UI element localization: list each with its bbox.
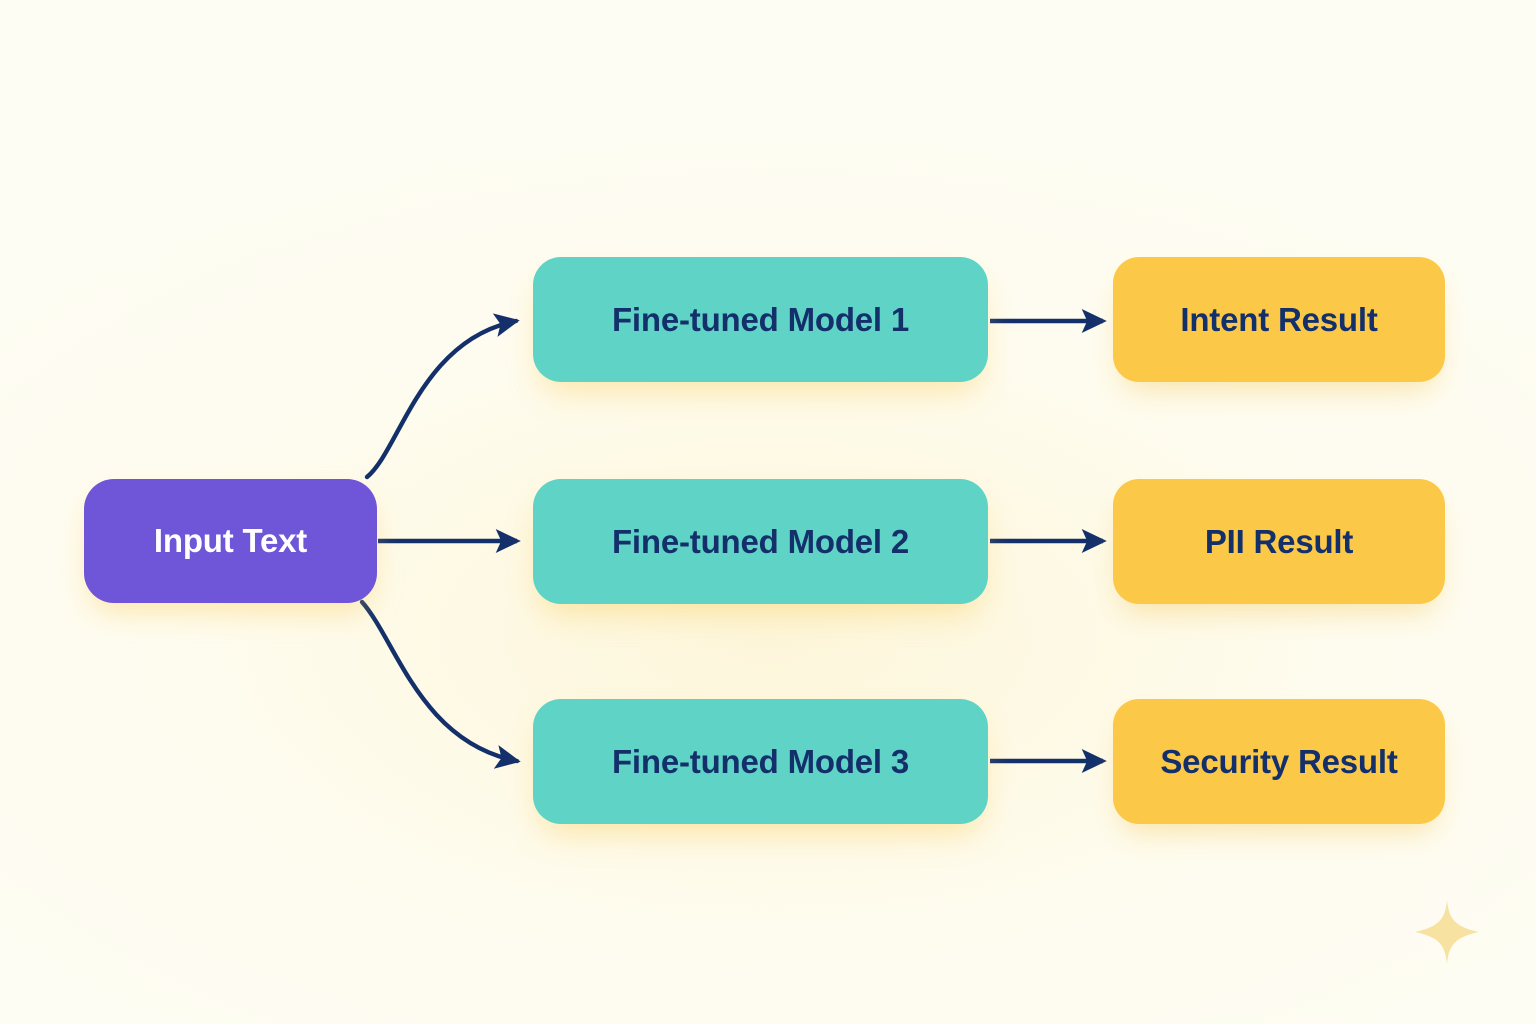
node-fine-tuned-model-3-label: Fine-tuned Model 3 bbox=[611, 742, 910, 780]
node-input-text[interactable]: Input Text bbox=[84, 479, 377, 603]
node-security-result-label: Security Result bbox=[1160, 742, 1398, 780]
edge-input-to-model-1 bbox=[364, 313, 520, 480]
node-pii-result[interactable]: PII Result bbox=[1113, 479, 1445, 604]
node-intent-result[interactable]: Intent Result bbox=[1113, 257, 1445, 382]
node-fine-tuned-model-1[interactable]: Fine-tuned Model 1 bbox=[533, 257, 988, 382]
node-pii-result-label: PII Result bbox=[1204, 522, 1354, 560]
node-fine-tuned-model-3[interactable]: Fine-tuned Model 3 bbox=[533, 699, 988, 824]
node-fine-tuned-model-1-label: Fine-tuned Model 1 bbox=[611, 300, 910, 338]
node-fine-tuned-model-2-label: Fine-tuned Model 2 bbox=[611, 522, 910, 560]
node-security-result[interactable]: Security Result bbox=[1113, 699, 1445, 824]
edge-input-to-model-3 bbox=[359, 599, 521, 769]
sparkle-icon bbox=[1415, 900, 1479, 964]
node-input-text-label: Input Text bbox=[153, 522, 308, 560]
node-fine-tuned-model-2[interactable]: Fine-tuned Model 2 bbox=[533, 479, 988, 604]
node-intent-result-label: Intent Result bbox=[1180, 300, 1378, 338]
